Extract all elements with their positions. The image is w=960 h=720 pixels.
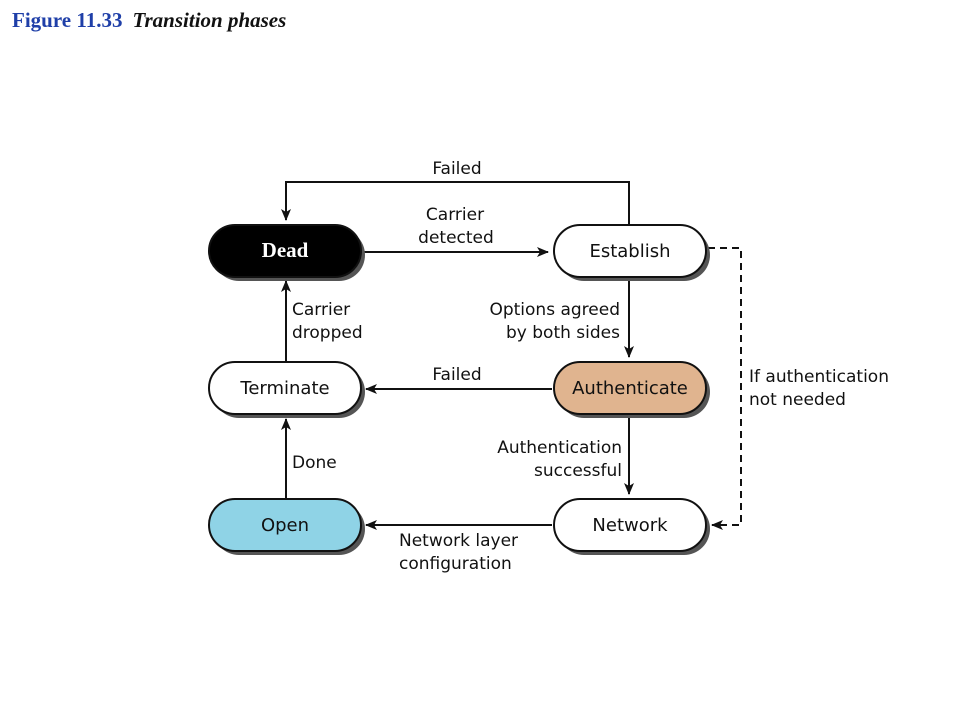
edge-auth-not-needed [708,247,742,530]
label-carrier-detected-2: detected [418,228,494,248]
label-auth-not-needed-1: If authentication [749,367,889,387]
node-establish: Establish [553,224,710,281]
label-carrier-detected-1: Carrier [426,205,484,225]
label-carrier-dropped-2: dropped [292,323,363,343]
label-network-layer-config-2: configuration [399,554,512,574]
label-auth-successful-2: successful [534,461,622,481]
node-network-label: Network [592,515,668,536]
node-authenticate: Authenticate [553,361,710,418]
node-terminate-label: Terminate [239,378,329,399]
label-auth-successful-1: Authentication [497,438,622,458]
label-establish-failed: Failed [432,159,481,179]
label-carrier-dropped-1: Carrier [292,300,350,320]
figure-number: Figure 11.33 [12,8,123,32]
node-authenticate-label: Authenticate [572,378,688,399]
figure-caption: Figure 11.33 Transition phases [12,8,286,33]
node-open: Open [208,498,365,555]
label-options-agreed-1: Options agreed [489,300,620,320]
figure-title: Transition phases [132,8,287,32]
label-options-agreed-2: by both sides [506,323,620,343]
label-done: Done [292,453,337,473]
node-dead-label: Dead [262,238,309,262]
edge-establish-failed [281,181,630,224]
label-network-layer-config-1: Network layer [399,531,518,551]
label-auth-failed: Failed [432,365,481,385]
node-open-label: Open [261,515,309,536]
label-auth-not-needed-2: not needed [749,390,846,410]
node-dead: Dead [208,224,365,281]
node-terminate: Terminate [208,361,365,418]
node-network: Network [553,498,710,555]
node-establish-label: Establish [589,241,670,262]
